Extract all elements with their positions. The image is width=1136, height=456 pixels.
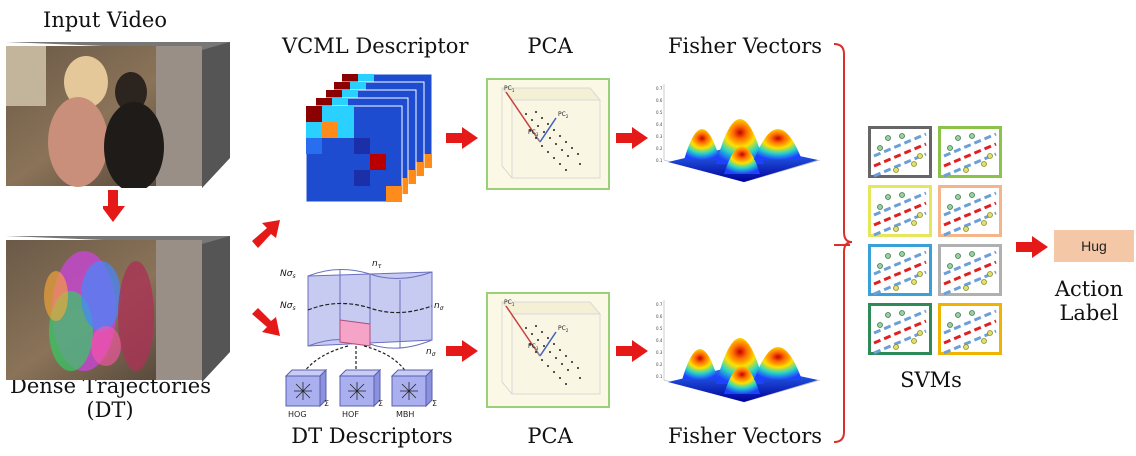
fusion-bracket bbox=[833, 43, 853, 443]
arrow-svm-to-label bbox=[1016, 236, 1048, 258]
svm-panel-4 bbox=[938, 185, 1002, 237]
svm-panel-7 bbox=[868, 303, 932, 355]
fisher-surface-bottom: 0.7 0.6 0.5 0.4 0.3 0.2 0.1 bbox=[656, 300, 821, 403]
action-label-hug: Hug bbox=[1054, 230, 1134, 262]
n-sigma-bottom-label: nσ bbox=[426, 347, 436, 358]
svg-text:0.2: 0.2 bbox=[656, 146, 663, 151]
n-sigma-1-label: Nσs bbox=[280, 269, 296, 280]
svm-panel-2 bbox=[938, 126, 1002, 178]
pc3-label-bottom: PC3 bbox=[528, 343, 539, 351]
vcml-matrix-stack bbox=[306, 73, 433, 203]
svg-text:0.1: 0.1 bbox=[656, 374, 663, 379]
hog-cube bbox=[284, 368, 328, 408]
svm-panel-5 bbox=[868, 244, 932, 296]
action-label-line2: Label bbox=[1059, 301, 1119, 325]
hog-label: HOG bbox=[288, 410, 307, 419]
svm-grid bbox=[868, 126, 1008, 358]
n-sigma-right-label: nσ bbox=[434, 301, 444, 312]
arrow-vcml-to-pca bbox=[446, 127, 478, 149]
pca-top-plot: PC1 PC2 PC3 bbox=[486, 78, 610, 190]
svg-text:0.7: 0.7 bbox=[656, 302, 663, 307]
sum-symbol-hog: Σ bbox=[324, 399, 329, 408]
dt-descriptors-label: DT Descriptors bbox=[291, 424, 453, 448]
svm-panel-6 bbox=[938, 244, 1002, 296]
svg-text:0.1: 0.1 bbox=[656, 158, 663, 163]
fisher-surface-top: 0.7 0.6 0.5 0.4 0.3 0.2 0.1 bbox=[656, 84, 821, 183]
bracket-arrow-tip bbox=[834, 244, 850, 246]
pc3-label: PC3 bbox=[528, 129, 539, 137]
arrow-pca-to-fisher-top bbox=[616, 127, 648, 149]
svg-text:0.5: 0.5 bbox=[656, 326, 663, 331]
sum-symbol-mbh: Σ bbox=[432, 399, 437, 408]
svms-label: SVMs bbox=[900, 368, 962, 392]
dense-trajectories-frames bbox=[6, 236, 230, 382]
svg-text:0.4: 0.4 bbox=[656, 338, 663, 343]
input-video-label: Input Video bbox=[43, 8, 167, 32]
svg-text:0.5: 0.5 bbox=[656, 110, 663, 115]
matrix-layer-front bbox=[306, 105, 403, 203]
pc1-label-bottom: PC1 bbox=[504, 299, 515, 307]
arrow-dtdesc-to-pca bbox=[446, 340, 478, 362]
mbh-label: MBH bbox=[396, 410, 414, 419]
dt-descriptors-figure: Nσs Nσs nτ nσ nσ HOG HOF MBH Σ Σ Σ bbox=[280, 259, 444, 419]
svm-panel-3 bbox=[868, 185, 932, 237]
pc2-label: PC2 bbox=[558, 111, 569, 119]
svg-text:0.4: 0.4 bbox=[656, 122, 663, 127]
mbh-cube bbox=[390, 368, 434, 408]
fisher-vectors-top-label: Fisher Vectors bbox=[667, 34, 823, 58]
pc1-label: PC1 bbox=[504, 85, 515, 93]
pca-top-label: PCA bbox=[527, 34, 573, 58]
svg-text:0.6: 0.6 bbox=[656, 314, 663, 319]
svg-text:0.6: 0.6 bbox=[656, 98, 663, 103]
svg-text:0.3: 0.3 bbox=[656, 134, 663, 139]
svg-text:0.2: 0.2 bbox=[656, 362, 663, 367]
hof-cube bbox=[338, 368, 382, 408]
n-sigma-2-label: Nσs bbox=[280, 301, 296, 312]
arrow-pca-to-fisher-bottom bbox=[616, 340, 648, 362]
pc2-label-bottom: PC2 bbox=[558, 325, 569, 333]
arrow-video-to-dt bbox=[103, 190, 125, 222]
vcml-descriptor-label: VCML Descriptor bbox=[282, 34, 469, 58]
pca-bottom-plot: PC1 PC2 PC3 bbox=[486, 292, 610, 408]
input-video-frames bbox=[6, 42, 230, 188]
hof-label: HOF bbox=[342, 410, 359, 419]
fisher-vectors-bottom-label: Fisher Vectors bbox=[667, 424, 823, 448]
n-tau-label: nτ bbox=[372, 259, 382, 270]
svm-panel-1 bbox=[868, 126, 932, 178]
svm-panel-8 bbox=[938, 303, 1002, 355]
action-label-line1: Action bbox=[1054, 277, 1124, 301]
arrow-dt-to-dtdesc bbox=[252, 308, 280, 336]
svg-text:0.3: 0.3 bbox=[656, 350, 663, 355]
sum-symbol-hof: Σ bbox=[378, 399, 383, 408]
dt-abbrev-label: (DT) bbox=[86, 398, 134, 422]
pca-bottom-label: PCA bbox=[527, 424, 573, 448]
svg-text:0.7: 0.7 bbox=[656, 86, 663, 91]
arrow-dt-to-vcml bbox=[252, 220, 280, 248]
